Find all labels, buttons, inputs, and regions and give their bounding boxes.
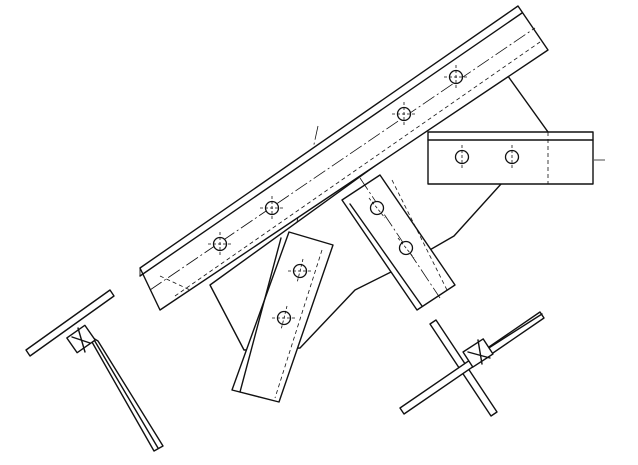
top-chord-hole-3 [392, 102, 416, 126]
top-chord-hole-2 [260, 196, 284, 220]
right-diagonal-hole-1 [368, 197, 386, 219]
left-section-detail [25, 289, 164, 452]
top-chord-hole-1 [208, 232, 232, 256]
right-diagonal [341, 174, 456, 311]
right-diagonal-hole-2 [397, 237, 415, 259]
left-diagonal-hole-2 [272, 305, 296, 331]
horizontal-member [427, 131, 594, 185]
horizontal-member-hole-1 [454, 145, 470, 169]
top-chord-hole-4 [444, 65, 468, 89]
left-diagonal [231, 231, 334, 403]
right-section-detail [399, 311, 545, 417]
horizontal-member-hole-2 [504, 145, 520, 169]
top-chord [139, 5, 549, 311]
left-diagonal-hole-1 [288, 258, 312, 284]
